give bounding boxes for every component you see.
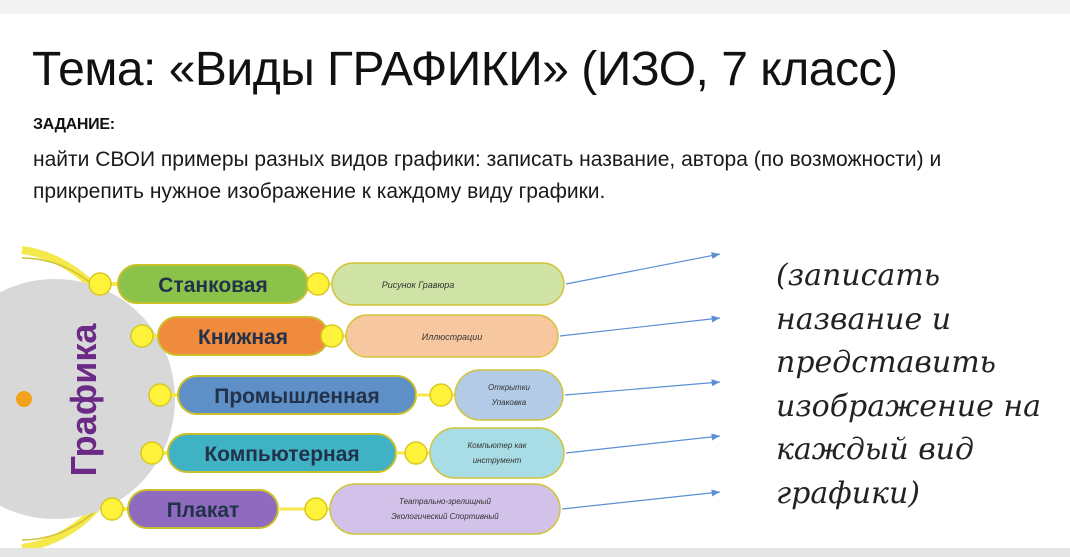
branch-node (100, 497, 124, 521)
sub-node (404, 441, 428, 465)
sub-label: Рисунок Гравюра (382, 280, 455, 290)
sub-label: Иллюстрации (422, 332, 482, 342)
pointer-arrow (561, 489, 721, 510)
branch-node (130, 324, 154, 348)
sub-label: инструмент (473, 456, 522, 465)
pointer-arrow (565, 433, 721, 454)
sub-label: Упаковка (491, 398, 527, 407)
sub-pill (329, 483, 561, 535)
sub-pill (429, 427, 565, 479)
window-top-bar (0, 0, 1070, 14)
pointer-arrow (565, 252, 721, 285)
sub-pill (454, 369, 564, 421)
task-description: найти СВОИ примеры разных видов графики:… (33, 148, 942, 203)
sub-label: Компьютер как (467, 441, 527, 450)
pointer-arrow (564, 379, 721, 396)
sub-node (320, 324, 344, 348)
branch-node (88, 272, 112, 296)
branch-node (140, 441, 164, 465)
sub-node (306, 272, 330, 296)
sub-node (429, 383, 453, 407)
sub-pill (345, 314, 559, 358)
side-note: (записать название и представить изображ… (776, 258, 1042, 511)
sub-label: Открытки (488, 383, 530, 392)
branch-label: Книжная (198, 326, 288, 349)
branch-label: Станковая (158, 274, 267, 297)
sub-label: Театрально-зрелищный (399, 497, 491, 506)
bottom-strip (0, 548, 1070, 557)
sub-node (304, 497, 328, 521)
branch-label: Компьютерная (204, 443, 359, 466)
pointer-arrow (559, 315, 721, 337)
branch-node (148, 383, 172, 407)
branch-label: Плакат (167, 499, 240, 522)
sub-pill (331, 262, 565, 306)
center-label: Графика (63, 323, 104, 477)
sub-label: Экологический Спортивный (391, 512, 499, 521)
center-left-dot (16, 391, 32, 407)
branch-label: Промышленная (214, 385, 380, 408)
task-heading: ЗАДАНИЕ: (33, 116, 115, 133)
page-title: Тема: «Виды ГРАФИКИ» (ИЗО, 7 класс) (32, 43, 898, 96)
